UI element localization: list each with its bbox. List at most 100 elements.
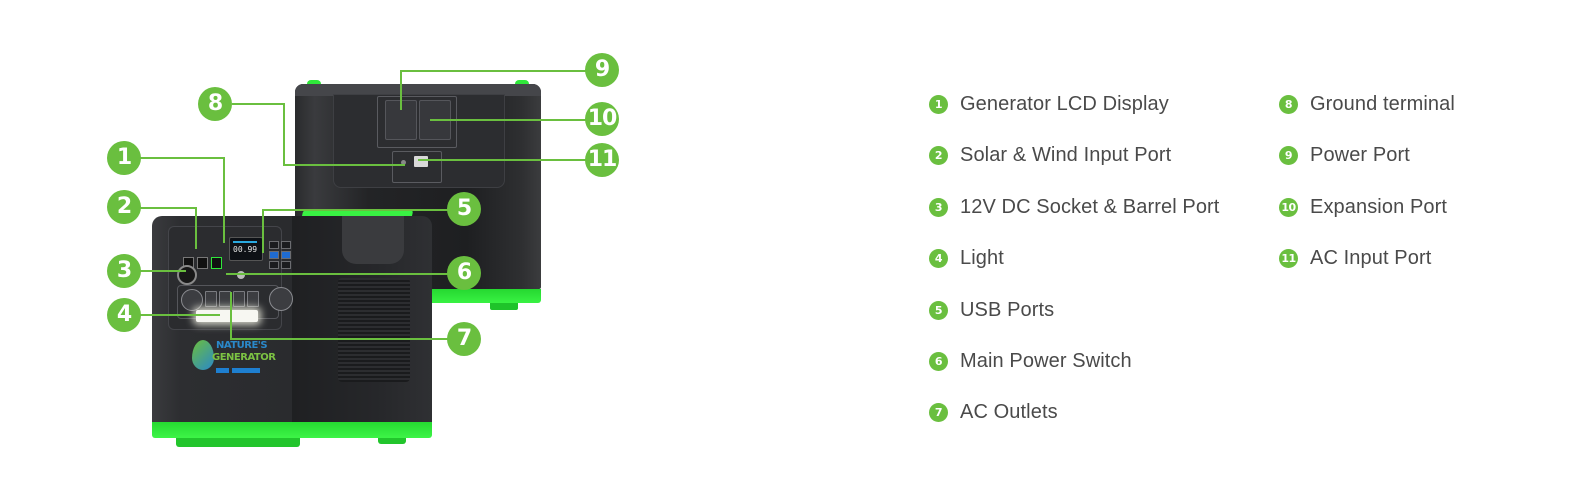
usb-port <box>269 261 279 269</box>
logo-stripe <box>216 368 260 373</box>
legend-item: 10 Expansion Port <box>1279 195 1447 219</box>
lcd-reading: 00.99 <box>233 245 258 254</box>
rear-port-frame <box>377 96 457 148</box>
leader-line-3 <box>140 270 186 272</box>
top-nub <box>307 80 321 86</box>
usb-port <box>281 251 291 259</box>
brand-line2: GENERATOR <box>212 352 276 363</box>
ac-input-frame <box>392 151 442 183</box>
legend-item: 1 Generator LCD Display <box>929 92 1169 116</box>
legend-label: Power Port <box>1310 143 1410 166</box>
legend-label: AC Input Port <box>1310 246 1432 269</box>
legend-number: 4 <box>929 248 948 268</box>
legend-item: 7 AC Outlets <box>929 400 1058 424</box>
callout-2: 2 <box>107 190 141 224</box>
usb-port <box>281 261 291 269</box>
callout-3: 3 <box>107 254 141 288</box>
legend-number: 9 <box>1279 145 1298 165</box>
legend-label: Main Power Switch <box>960 349 1132 372</box>
leader-line-6 <box>226 273 448 275</box>
legend-label: 12V DC Socket & Barrel Port <box>960 195 1220 218</box>
leader-line-8 <box>283 103 285 165</box>
twist-lock-outlet <box>269 287 293 311</box>
leader-line-2 <box>195 207 197 249</box>
lcd-battery-bar <box>233 241 257 243</box>
front-foot <box>378 438 406 444</box>
logo-drop-icon <box>192 340 214 370</box>
callout-4: 4 <box>107 298 141 332</box>
top-nub <box>515 80 529 86</box>
ac-outlet <box>247 291 259 307</box>
legend-item: 9 Power Port <box>1279 143 1410 167</box>
legend-number: 7 <box>929 402 948 422</box>
legend-number: 3 <box>929 197 948 217</box>
rear-foot <box>490 303 518 310</box>
legend-number: 2 <box>929 145 948 165</box>
legend-label: Solar & Wind Input Port <box>960 143 1172 166</box>
control-panel: 00.99 <box>168 226 293 330</box>
rear-top-strip <box>295 84 541 96</box>
front-green-base <box>152 422 432 438</box>
leader-line-8 <box>283 164 405 166</box>
legend-item: 6 Main Power Switch <box>929 349 1132 373</box>
legend-label: Light <box>960 246 1004 269</box>
leader-line-1 <box>223 157 225 243</box>
front-foot <box>176 438 300 447</box>
legend-number: 8 <box>1279 94 1298 114</box>
led-light-bar <box>196 310 258 322</box>
callout-8: 8 <box>198 87 232 121</box>
input-port-indicator <box>211 257 222 269</box>
legend-item: 11 AC Input Port <box>1279 246 1431 270</box>
legend-item: 2 Solar & Wind Input Port <box>929 143 1171 167</box>
leader-line-1 <box>140 157 224 159</box>
legend-item: 8 Ground terminal <box>1279 92 1455 116</box>
callout-11: 11 <box>585 143 619 177</box>
legend-number: 11 <box>1279 248 1298 268</box>
legend-number: 6 <box>929 351 948 371</box>
callout-9: 9 <box>585 53 619 87</box>
legend-label: USB Ports <box>960 298 1055 321</box>
leader-line-2 <box>140 207 196 209</box>
legend-number: 1 <box>929 94 948 114</box>
ac-input-socket <box>414 156 428 167</box>
callout-6: 6 <box>447 256 481 290</box>
leader-line-7 <box>230 292 232 339</box>
usb-port <box>269 251 279 259</box>
legend-label: AC Outlets <box>960 400 1058 423</box>
legend-item: 4 Light <box>929 246 1004 270</box>
usb-port <box>269 241 279 249</box>
ac-outlet <box>233 291 245 307</box>
side-vent-grille <box>338 278 410 382</box>
legend-number: 10 <box>1279 197 1298 217</box>
callout-1: 1 <box>107 141 141 175</box>
leader-line-11 <box>418 159 586 161</box>
main-power-switch <box>237 271 245 279</box>
legend-label: Generator LCD Display <box>960 92 1169 115</box>
callout-10: 10 <box>585 102 619 136</box>
legend-item: 3 12V DC Socket & Barrel Port <box>929 195 1219 219</box>
lcd-display: 00.99 <box>229 237 263 261</box>
leader-line-8 <box>232 103 284 105</box>
generator-front-view: 00.99 NATURE'S GENERATOR <box>152 210 432 450</box>
legend-item: 5 USB Ports <box>929 298 1054 322</box>
callout-7: 7 <box>447 322 481 356</box>
legend-number: 5 <box>929 300 948 320</box>
legend-label: Ground terminal <box>1310 92 1455 115</box>
leader-line-10 <box>430 119 587 121</box>
leader-line-4 <box>140 314 220 316</box>
handle-recess <box>342 216 404 264</box>
callout-5: 5 <box>447 192 481 226</box>
legend-label: Expansion Port <box>1310 195 1448 218</box>
brand-line1: NATURE'S <box>216 340 268 351</box>
rv-outlet <box>181 289 203 311</box>
leader-line-9 <box>400 70 586 72</box>
leader-line-5 <box>262 209 448 211</box>
usb-port <box>281 241 291 249</box>
wind-input-port <box>197 257 208 269</box>
ground-terminal <box>401 160 406 165</box>
leader-line-5 <box>262 209 264 253</box>
leader-line-9 <box>400 70 402 110</box>
leader-line-7 <box>230 338 448 340</box>
dc-socket <box>177 265 197 285</box>
